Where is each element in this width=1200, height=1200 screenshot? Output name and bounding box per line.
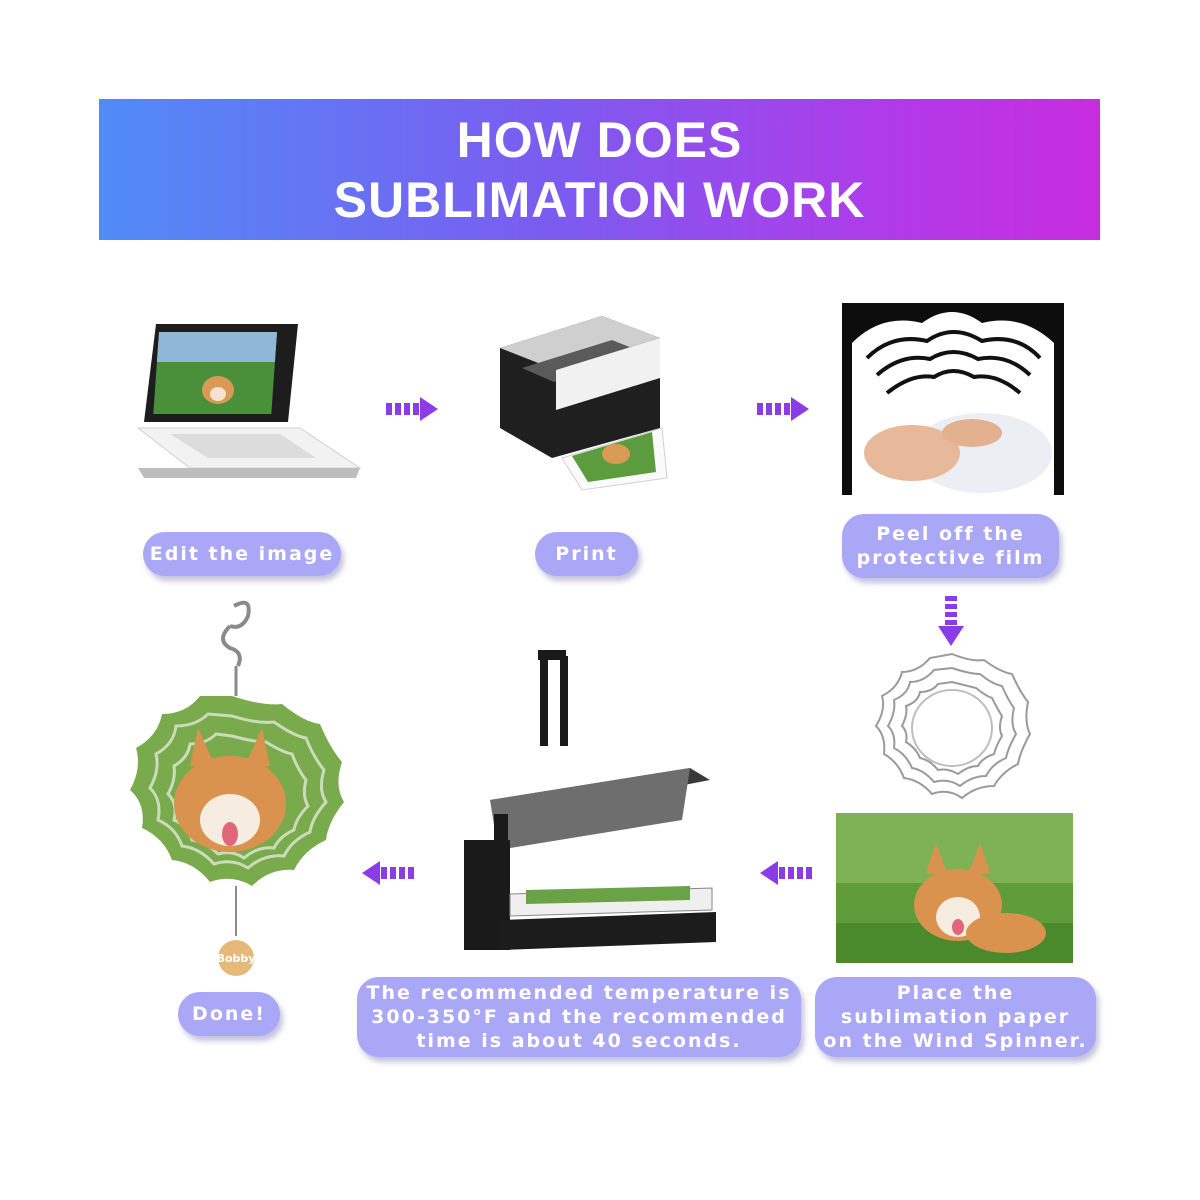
- step-temperature-label: The recommended temperature is 300-350°F…: [357, 977, 801, 1057]
- peel-film-photo: [842, 303, 1064, 495]
- step-edit-text: Edit the image: [149, 543, 335, 565]
- step-peel-line-2: protective film: [856, 547, 1045, 569]
- arrow-right-icon: [386, 397, 438, 421]
- arrow-down-icon: [938, 596, 964, 646]
- arrow-left-icon: [362, 861, 414, 885]
- name-tag-text: Bobby: [217, 952, 256, 965]
- name-tag: [218, 940, 254, 976]
- title-banner: HOW DOES SUBLIMATION WORK: [99, 99, 1100, 240]
- blank-wind-spinner: [874, 652, 1032, 800]
- title-line-2: SUBLIMATION WORK: [333, 171, 866, 228]
- step-peel-label: Peel off the protective film: [842, 514, 1059, 578]
- laptop-icon: [136, 324, 362, 478]
- step-peel-line-1: Peel off the: [876, 523, 1025, 545]
- step-temperature-line-1: The recommended temperature is: [366, 982, 792, 1004]
- step-temperature-line-2: 300-350°F and the recommended: [371, 1006, 787, 1028]
- step-done-label: Done!: [178, 992, 280, 1036]
- step-place-line-3: on the Wind Spinner.: [823, 1030, 1088, 1052]
- step-edit-label: Edit the image: [143, 532, 341, 576]
- step-done-text: Done!: [192, 1003, 266, 1025]
- step-place-label: Place the sublimation paper on the Wind …: [815, 977, 1096, 1057]
- printer-icon: [500, 316, 668, 491]
- finished-wind-spinner: Bobby: [130, 600, 344, 976]
- heat-press-icon: [464, 650, 716, 950]
- title-line-1: HOW DOES: [456, 111, 743, 168]
- step-print-text: Print: [555, 543, 618, 565]
- step-place-line-1: Place the: [896, 982, 1015, 1004]
- step-print-label: Print: [535, 532, 638, 576]
- step-temperature-line-3: time is about 40 seconds.: [416, 1030, 742, 1052]
- arrow-right-icon: [757, 397, 809, 421]
- step-place-line-2: sublimation paper: [840, 1006, 1071, 1028]
- dog-photo: [836, 813, 1073, 963]
- arrow-left-icon: [760, 861, 812, 885]
